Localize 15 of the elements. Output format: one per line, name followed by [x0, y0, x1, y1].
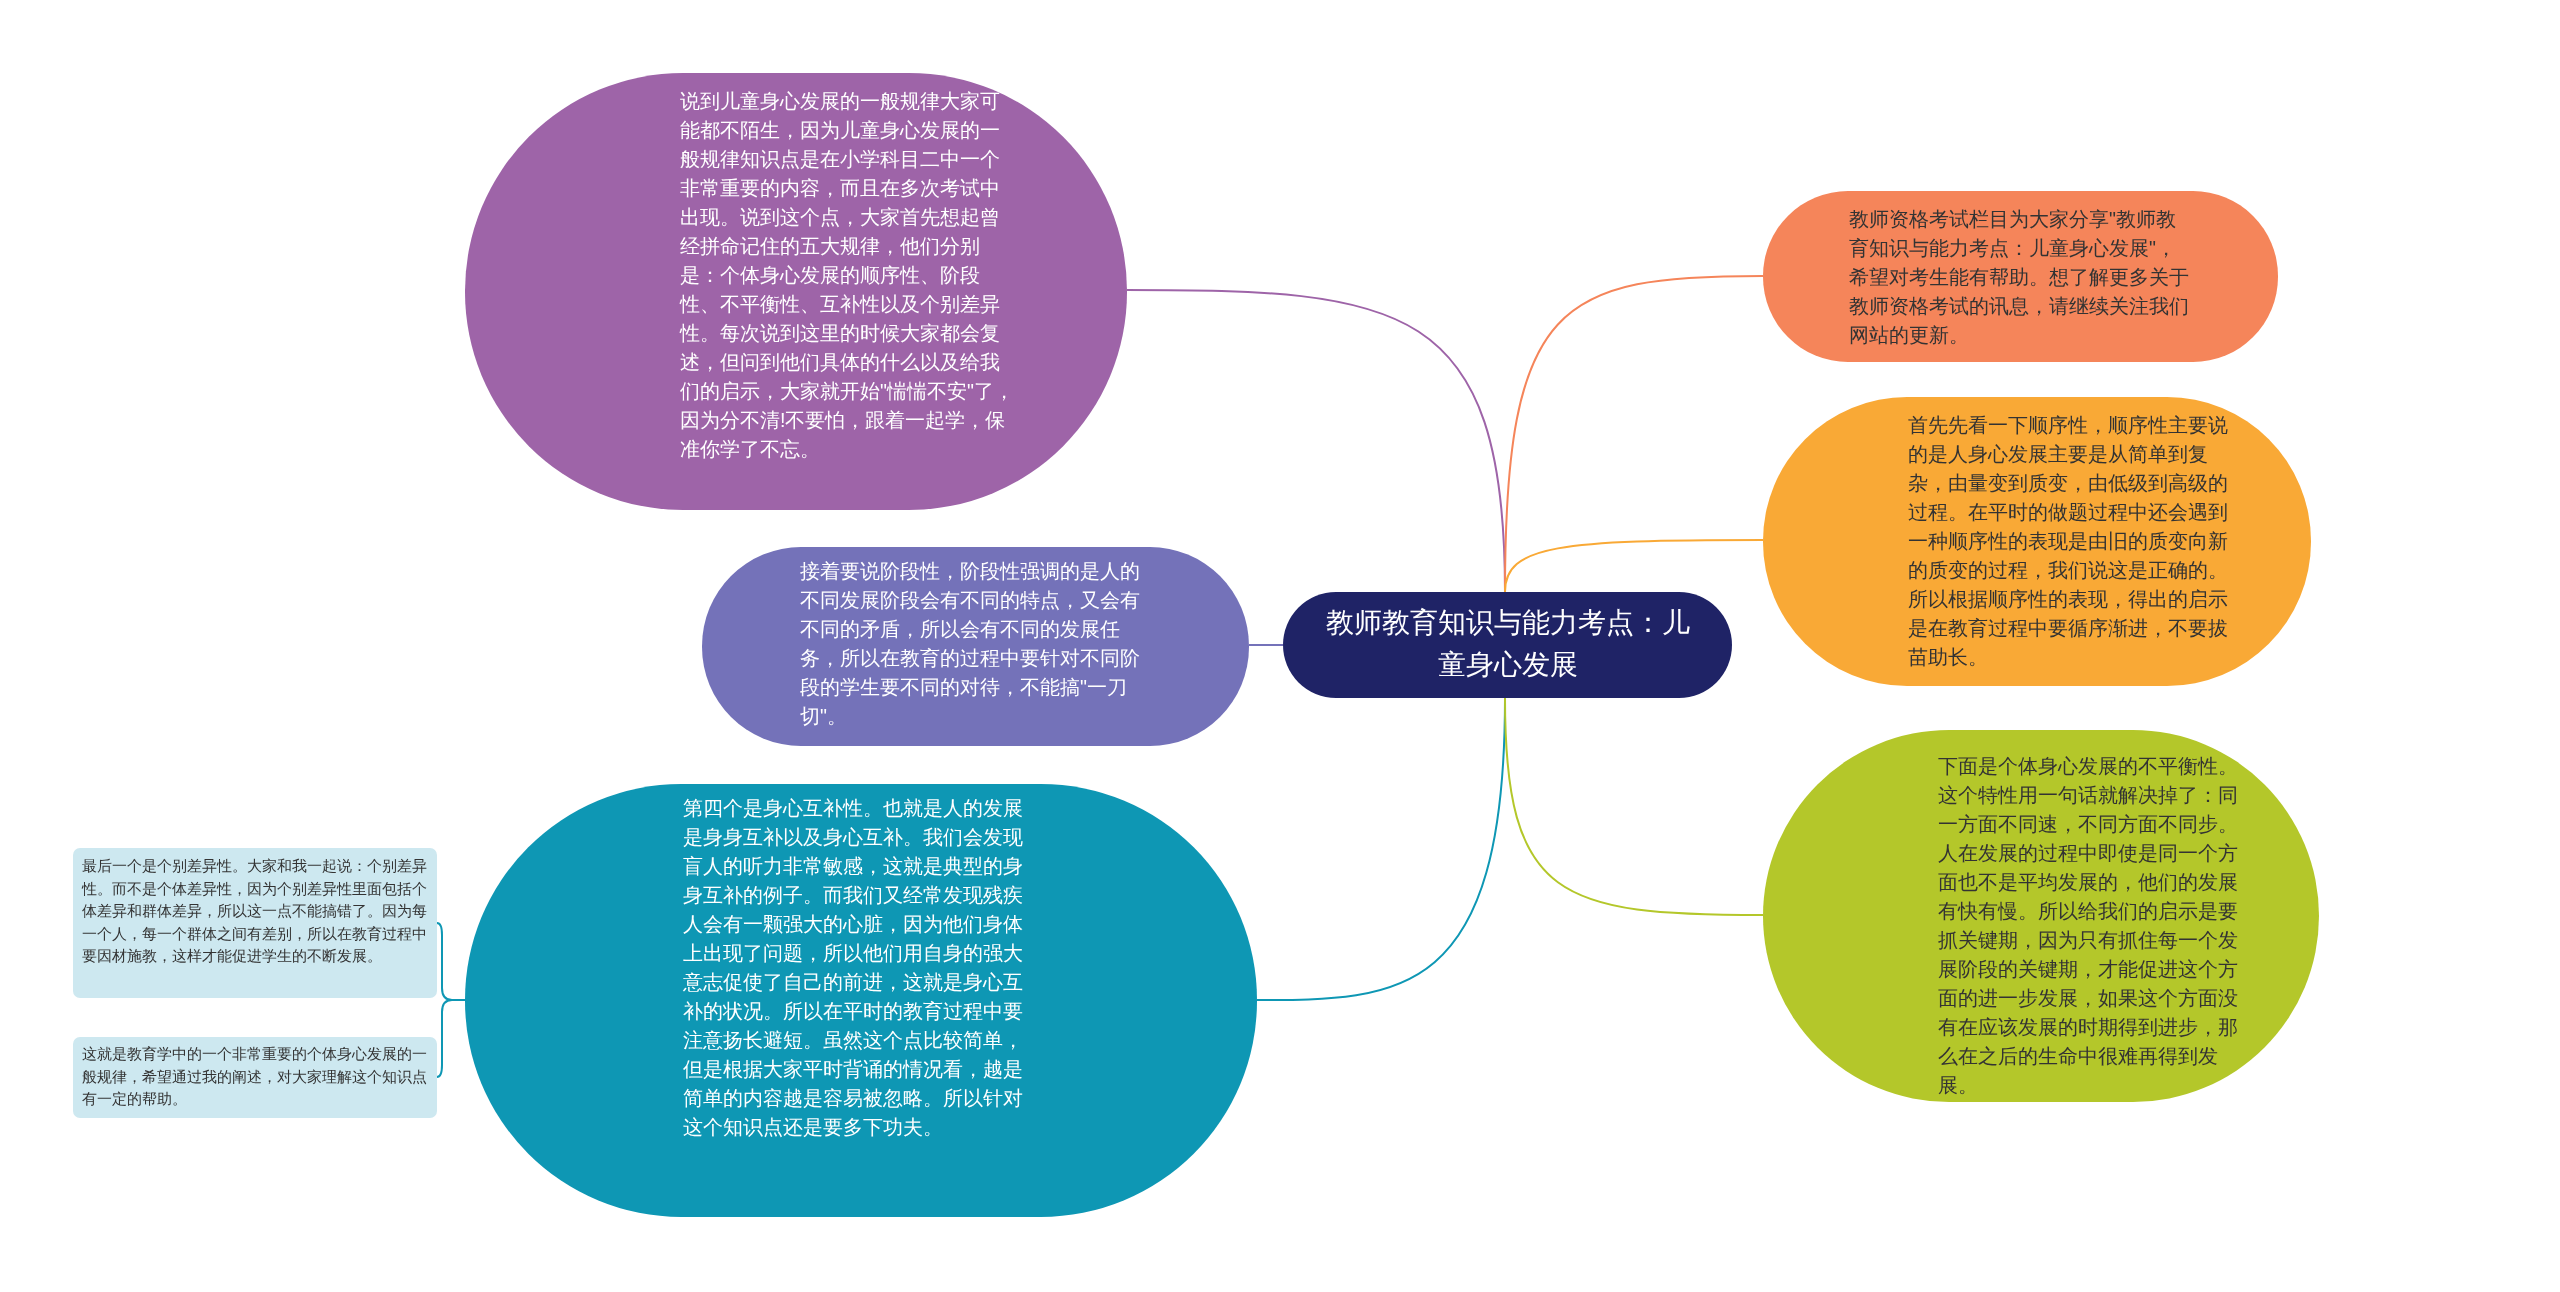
connector [1504, 539, 1764, 593]
topic-title: 教师教育知识与能力考点：儿童身心发展 [1325, 606, 1691, 682]
connector [1504, 697, 1764, 916]
bubble-text: 说到儿童身心发展的一般规律大家可能都不陌生，因为儿童身心发展的一般规律知识点是在小学科目二中一个非常重要的内容，而且在多次考试中出现。说到这个点，大家首先想起曾经拼命记住的五大规律，他们分别是：个体身心发展的顺序性、阶段性、不平衡性、互补性以及个别差异性。每次说到这里的时候大家都会复述，但问到他们具体的什么以及给我们的启示，大家就开始"惴惴不安"了，因为分不清!不要怕，跟着一起学，保准你学了不忘。 [680, 89, 1015, 462]
note-box [73, 848, 437, 998]
connector [436, 999, 466, 1078]
note-box [73, 1037, 437, 1118]
note-text: 最后一个是个别差异性。大家和我一起说：个别差异性。而不是个体差异性，因为个别差异性里面包括个体差异和群体差异，所以这一点不能搞错了。因为每一个人，每一个群体之间有差别，所以在教育过程中要因材施教，这样才能促进学生的不断发展。 [82, 856, 428, 966]
connector [1248, 644, 1284, 646]
bubble-text: 第四个是身心互补性。也就是人的发展是身身互补以及身心互补。我们会发现盲人的听力非常敏感，这就是典型的身身互补的例子。而我们又经常发现残疾人会有一颗强大的心脏，因为他们身体上出现了问题，所以他们用自身的强大意志促使了自己的前进，这就是身心互补的状况。所以在平时的教育过程中要注意扬长避短。虽然这个点比较简单，但是根据大家平时背诵的情况看，越是简单的内容越是容易被忽略。所以针对这个知识点还是要多下功夫。 [683, 796, 1023, 1140]
bubble-text: 教师资格考试栏目为大家分享"教师教育知识与能力考点：儿童身心发展"，希望对考生能有帮助。想了解更多关于教师资格考试的讯息，请继续关注我们网站的更新。 [1849, 207, 2190, 348]
bubble-text: 接着要说阶段性，阶段性强调的是人的不同发展阶段会有不同的特点，又会有不同的矛盾，所以会有不同的发展任务，所以在教育的过程中要针对不同阶段的学生要不同的对待，不能搞"一刀切"。 [800, 559, 1141, 729]
bubble-text: 下面是个体身心发展的不平衡性。这个特性用一句话就解决掉了：同一方面不同速，不同方面不同步。人在发展的过程中即使是同一个方面也不是平均发展的，他们的发展有快有慢。所以给我们的启示是要抓关键期，因为只有抓住每一个发展阶段的关键期，才能促进这个方面的进一步发展，如果这个方面没有在应该发展的时期得到进步，那么在之后的生命中很难再得到发展。 [1938, 754, 2239, 1098]
bubble-text: 首先先看一下顺序性，顺序性主要说的是人身心发展主要是从简单到复杂，由量变到质变，由低级到高级的过程。在平时的做题过程中还会遇到一种顺序性的表现是由旧的质变向新的质变的过程，我们说这是正确的。所以根据顺序性的表现，得出的启示是在教育过程中要循序渐进，不要拔苗助长。 [1908, 413, 2229, 670]
note-text: 这就是教育学中的一个非常重要的个体身心发展的一般规律，希望通过我的阐述，对大家理解这个知识点有一定的帮助。 [82, 1044, 428, 1109]
